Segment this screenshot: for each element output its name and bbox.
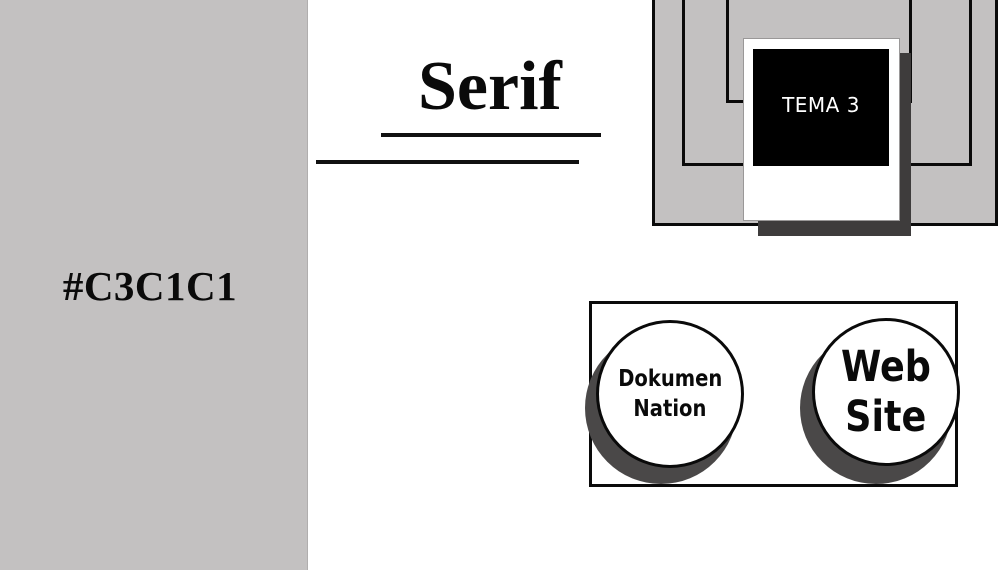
web-site-button-line-2: Site bbox=[845, 392, 927, 442]
heading-underline-top bbox=[381, 133, 601, 137]
web-site-button-line-1: Web bbox=[841, 342, 931, 392]
polaroid-caption: TEMA 3 bbox=[782, 93, 860, 117]
serif-heading: Serif bbox=[418, 48, 562, 125]
polaroid-photo bbox=[753, 49, 889, 166]
heading-underline-bottom bbox=[316, 160, 579, 164]
swatch-hex-label: #C3C1C1 bbox=[62, 263, 238, 309]
color-swatch-panel bbox=[0, 0, 308, 570]
dokumen-nation-button[interactable]: Dokumen Nation bbox=[596, 320, 744, 468]
web-site-button[interactable]: Web Site bbox=[812, 318, 960, 466]
dokumen-button-line-2: Nation bbox=[633, 396, 707, 422]
dokumen-button-line-1: Dokumen bbox=[617, 366, 723, 392]
